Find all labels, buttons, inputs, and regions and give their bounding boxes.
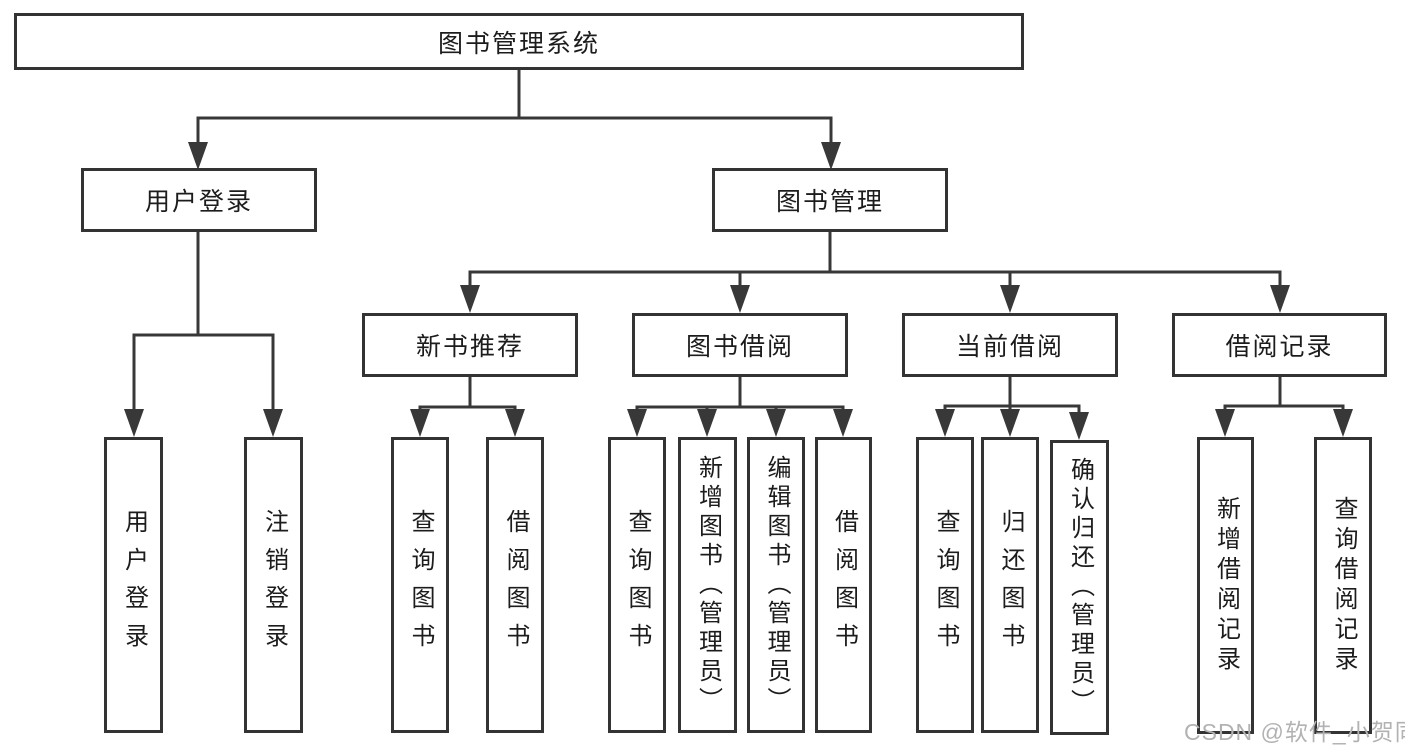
node-borrowing-records: 借阅记录	[1172, 313, 1387, 377]
leaf-borrow-books-borrowing: 借阅图书	[815, 437, 872, 733]
leaf-add-books-admin-label: 新增图书（管理员）	[694, 454, 722, 716]
node-root-label: 图书管理系统	[437, 29, 600, 58]
node-book-borrowing-label: 图书借阅	[685, 333, 794, 361]
node-new-book-recommend: 新书推荐	[362, 313, 578, 377]
leaf-query-books-current-label: 查询图书	[932, 509, 959, 661]
node-book-management-group-label: 图书管理	[775, 188, 884, 216]
leaf-return-books: 归还图书	[981, 437, 1039, 733]
leaf-edit-books-admin-label: 编辑图书（管理员）	[763, 454, 790, 716]
leaf-add-borrow-record: 新增借阅记录	[1197, 437, 1254, 734]
node-root-system: 图书管理系统	[14, 13, 1024, 70]
leaf-confirm-return-admin: 确认归还（管理员）	[1050, 440, 1109, 735]
node-user-login-group-label: 用户登录	[144, 188, 253, 216]
node-user-login-group: 用户登录	[81, 168, 317, 232]
leaf-confirm-return-admin-label: 确认归还（管理员）	[1066, 457, 1094, 718]
leaf-add-borrow-record-label: 新增借阅记录	[1212, 495, 1240, 676]
csdn-watermark: CSDN @软件_小贺同学	[1184, 719, 1405, 745]
node-book-borrowing: 图书借阅	[632, 313, 848, 377]
node-book-management-group: 图书管理	[712, 168, 948, 232]
node-borrowing-records-label: 借阅记录	[1225, 333, 1334, 361]
leaf-query-borrow-record-label: 查询借阅记录	[1330, 495, 1357, 676]
leaf-query-books-current: 查询图书	[916, 437, 974, 733]
leaf-borrow-books-newbook-label: 借阅图书	[502, 509, 529, 661]
leaf-borrow-books-newbook: 借阅图书	[486, 437, 544, 733]
leaf-query-books-borrowing: 查询图书	[608, 437, 666, 733]
leaf-return-books-label: 归还图书	[997, 509, 1024, 661]
node-new-book-recommend-label: 新书推荐	[415, 333, 524, 361]
leaf-logout: 注销登录	[244, 437, 303, 733]
node-current-borrowing-label: 当前借阅	[955, 333, 1064, 361]
leaf-user-login-label: 用户登录	[120, 509, 148, 661]
leaf-query-books-newbook-label: 查询图书	[407, 509, 434, 661]
leaf-query-borrow-record: 查询借阅记录	[1314, 437, 1372, 734]
node-current-borrowing: 当前借阅	[902, 313, 1118, 377]
leaf-query-books-newbook: 查询图书	[391, 437, 449, 733]
leaf-add-books-admin: 新增图书（管理员）	[678, 437, 737, 733]
arrowheads	[124, 142, 1353, 440]
leaf-query-books-borrowing-label: 查询图书	[624, 509, 651, 661]
leaf-user-login: 用户登录	[104, 437, 163, 733]
leaf-borrow-books-borrowing-label: 借阅图书	[830, 509, 858, 661]
leaf-edit-books-admin: 编辑图书（管理员）	[747, 437, 805, 733]
leaf-logout-label: 注销登录	[260, 509, 288, 661]
